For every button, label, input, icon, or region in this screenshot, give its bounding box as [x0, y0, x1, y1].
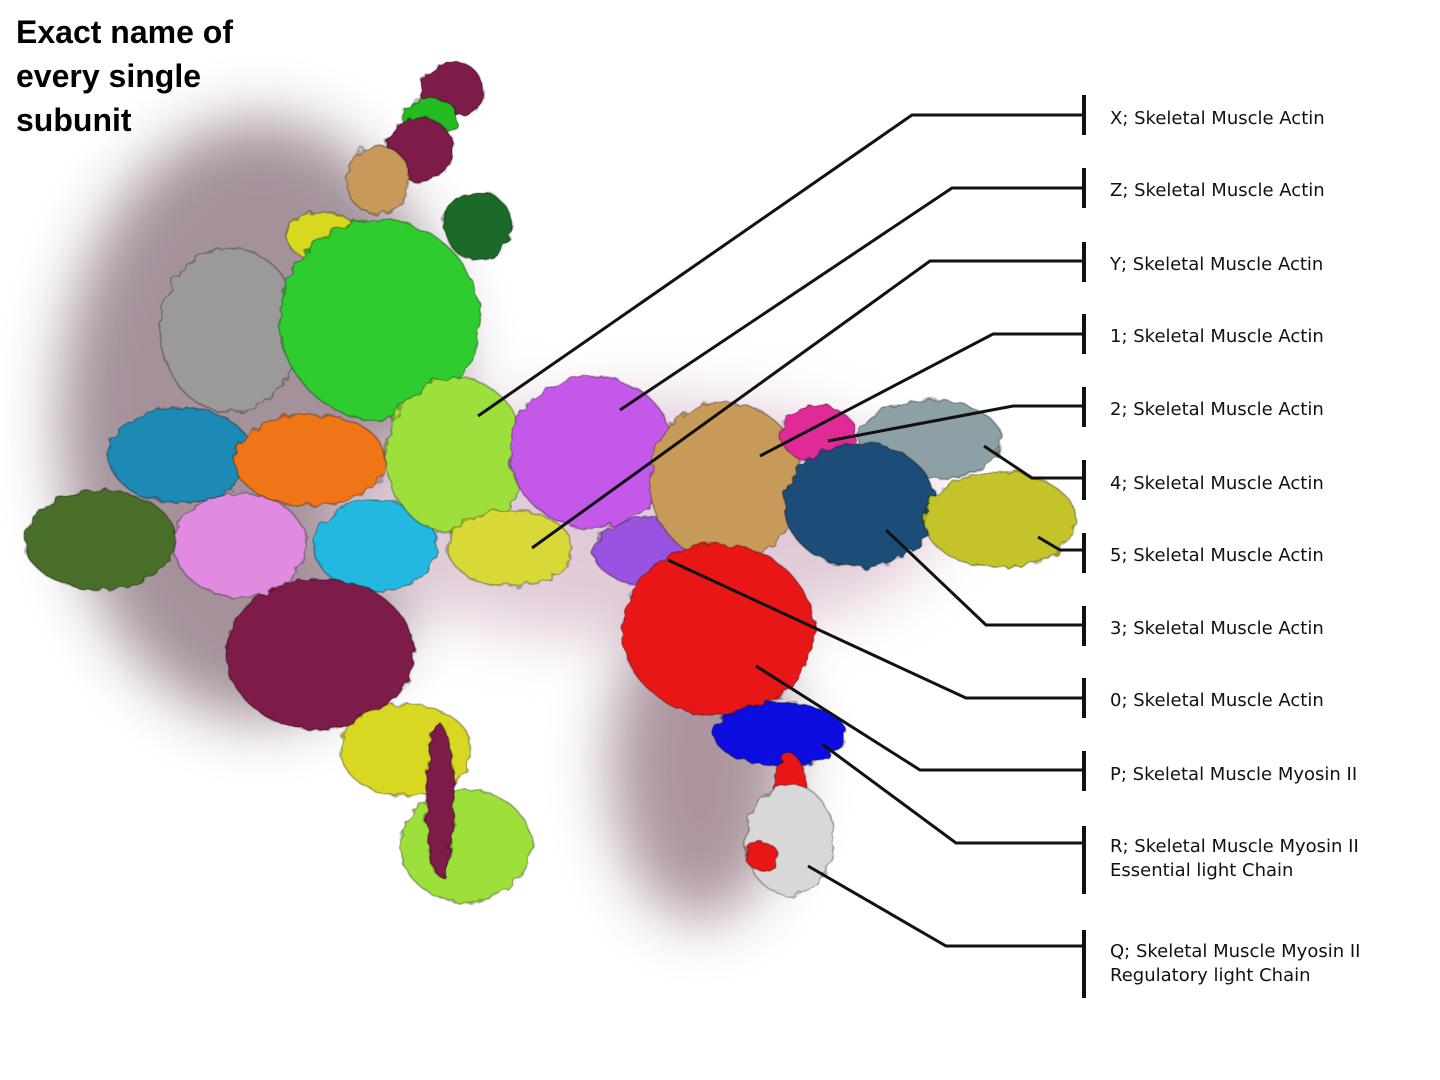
leader-line-4	[983, 444, 1084, 480]
subunit-olive-left	[23, 489, 177, 591]
subunit-navy-3	[783, 442, 937, 568]
subunit-maroon-stalk	[425, 723, 455, 877]
subunit-pink-light	[173, 492, 307, 598]
subunit-orange	[233, 413, 387, 507]
subunit-label-2: 2; Skeletal Muscle Actin	[1110, 399, 1324, 420]
subunit-label-Y: Y; Skeletal Muscle Actin	[1110, 254, 1324, 275]
leader-line-Z	[619, 186, 1084, 412]
subunit-label-1: 1; Skeletal Muscle Actin	[1110, 326, 1324, 347]
leader-line-0	[667, 558, 1084, 700]
subunit-label-3: 3; Skeletal Muscle Actin	[1110, 618, 1324, 639]
subunit-surfaces	[23, 61, 1077, 903]
subunit-label-Q: Q; Skeletal Muscle Myosin II Regulatory …	[1110, 941, 1361, 986]
subunit-green-big	[279, 219, 481, 421]
subunit-grey-left	[159, 247, 301, 413]
subunit-yellow-Y	[447, 509, 573, 587]
leader-line-3	[884, 528, 1084, 627]
subunit-label-5: 5; Skeletal Muscle Actin	[1110, 545, 1324, 566]
subunit-label-R: R; Skeletal Muscle Myosin II Essential l…	[1110, 836, 1359, 881]
subunit-label-0: 0; Skeletal Muscle Actin	[1110, 690, 1324, 711]
leader-line-R	[821, 742, 1084, 845]
leader-line-1	[759, 332, 1084, 458]
subunit-label-X: X; Skeletal Muscle Actin	[1110, 108, 1325, 129]
subunit-darkgreen-top	[443, 191, 513, 261]
subunit-maroon-lower	[225, 577, 415, 731]
subunit-tan-1	[649, 401, 803, 563]
subunit-tan-top	[345, 145, 411, 215]
subunit-red-small	[745, 841, 779, 871]
subunit-label-P: P; Skeletal Muscle Myosin II	[1110, 764, 1358, 785]
leader-line-Y	[531, 259, 1084, 550]
subunit-lime-lower	[399, 789, 533, 903]
leader-line-Q	[807, 864, 1084, 948]
subunit-red-P	[621, 543, 815, 717]
subunit-label-Z: Z; Skeletal Muscle Actin	[1110, 180, 1325, 201]
leader-line-P	[755, 664, 1084, 772]
leader-lines	[477, 95, 1086, 998]
leader-line-2	[827, 404, 1084, 443]
figure-title: Exact name of every single subunit	[16, 14, 233, 138]
subunit-yellow-5	[923, 471, 1077, 569]
leader-line-5	[1037, 535, 1084, 552]
subunit-grey-Q	[745, 783, 835, 897]
subunit-teal-left	[107, 406, 253, 504]
subunit-label-4: 4; Skeletal Muscle Actin	[1110, 473, 1324, 494]
leader-line-X	[477, 113, 1084, 418]
